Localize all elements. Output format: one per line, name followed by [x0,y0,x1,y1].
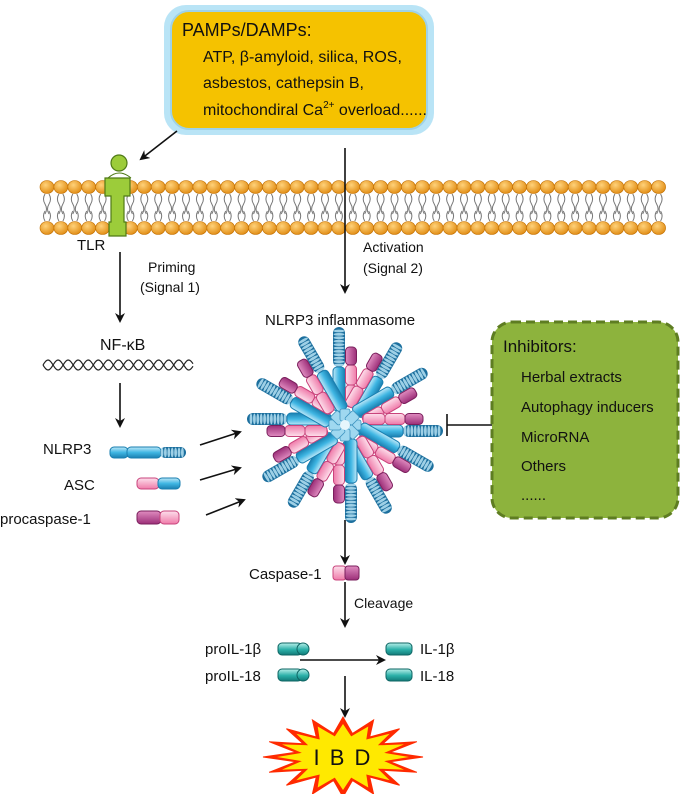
nlrp3-label: NLRP3 [43,441,91,458]
procaspase-protein-icon [136,510,180,525]
inflammasome-icon [247,327,443,523]
il18-label: IL-18 [420,668,454,685]
ibd-label: I B D [314,745,373,770]
nfkb-label: NF-κB [100,337,145,354]
il1b-icon [385,642,413,656]
asc-protein-icon [136,477,181,490]
inhibitor-item: Autophagy inducers [521,399,654,416]
tlr-label: TLR [77,237,106,254]
priming-label-1: Priming [148,259,195,275]
inhibitor-item: ...... [521,487,546,504]
pro-il18-label: proIL-18 [205,668,261,685]
inhibitor-item: Others [521,458,566,475]
pamps-title: PAMPs/DAMPs: [182,20,312,40]
receptor-icon [104,154,132,237]
pamps-line-2: asbestos, cathepsin B, [203,75,364,92]
pamps-line-1: ATP, β-amyloid, silica, ROS, [203,49,402,66]
asc-label: ASC [64,477,95,494]
caspase-protein-icon [332,565,360,581]
inhibitors-box: Inhibitors: Herbal extracts Autophagy in… [490,320,680,520]
priming-label-2: (Signal 1) [140,279,200,295]
inhibitor-item: MicroRNA [521,429,589,446]
activation-label-1: Activation [363,239,424,255]
procaspase-label: procaspase-1 [0,511,91,528]
nlrp3-protein-icon [109,446,186,459]
arrows [115,130,386,718]
pamps-damps-box: PAMPs/DAMPs: ATP, β-amyloid, silica, ROS… [164,5,434,135]
il1b-label: IL-1β [420,641,455,658]
explosion-icon [262,715,424,794]
pro-il1b-label: proIL-1β [205,641,262,658]
inhibitors-title: Inhibitors: [503,337,577,356]
inhibition-bar [446,414,495,436]
activation-label-2: (Signal 2) [363,260,423,276]
pamps-line-3: mitochondiral Ca2+ overload...... [203,100,427,119]
pro-il1b-icon [277,642,310,656]
pro-il18-icon [277,668,310,682]
dna-icon [42,359,194,371]
il18-icon [385,668,413,682]
inhibitor-item: Herbal extracts [521,369,622,386]
cleavage-label: Cleavage [354,595,413,611]
caspase-label: Caspase-1 [249,566,322,583]
inflammasome-label: NLRP3 inflammasome [265,312,415,329]
membrane-icon [39,180,666,235]
